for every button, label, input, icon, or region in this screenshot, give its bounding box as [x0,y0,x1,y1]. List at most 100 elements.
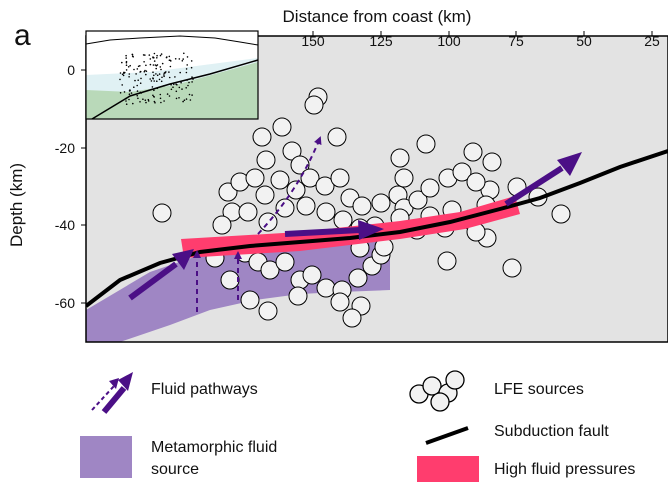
lfe-source-circle [238,202,258,222]
inset-seismic-dot [143,61,145,63]
y-ticks [81,69,86,304]
inset-seismic-dot [133,68,135,71]
inset-seismic-dot [152,77,154,79]
inset-seismic-dot [163,75,165,78]
lfe-source-circle [260,260,280,280]
inset-seismic-dot [125,98,127,100]
y-tick-label: -20 [55,140,75,156]
inset-seismic-dot [183,52,185,55]
lfe-source-circle [420,178,440,198]
fluid-pathways-legend-icon [91,372,133,414]
inset-seismic-dot [152,95,155,98]
inset-seismic-dot [165,71,167,73]
inset-seismic-dot [153,80,155,82]
lfe-source-circle [333,210,353,230]
inset-seismic-dot [190,66,193,69]
inset-seismic-dot [186,64,188,66]
high-fluid-pressure-band [181,196,520,258]
legend: Fluid pathways Metamorphic fluid source … [80,370,635,482]
inset-seismic-dot [143,70,146,73]
inset-seismic-dot [123,91,126,93]
inset-seismic-dot [179,71,181,74]
fluid-arrow-solid [284,227,361,237]
inset-seismic-dot [160,53,163,55]
inset-seismic-dot [153,74,155,77]
lfe-source-circle [330,168,350,188]
subduction-fault [86,149,668,308]
inset-seismic-dot [123,71,125,74]
inset-seismic-dot [136,68,139,70]
inset-seismic-dot [121,73,124,76]
inset-seismic-dot [191,76,193,78]
inset-seismic-dot [168,76,171,79]
inset-seismic-dot [187,84,189,87]
inset-seismic-dot [156,74,159,77]
inset-seismic-dot [158,78,161,81]
lfe-source-circle [212,215,232,235]
lfe-source-circle [452,162,472,182]
inset-seismic-dot [132,102,134,105]
inset-seismic-dot [185,71,188,74]
inset-seismic-dot [156,80,158,82]
lfe-source-circle [463,142,483,162]
inset-seismic-dot [173,83,175,86]
inset-seismic-dot [191,81,193,83]
lfe-source-circle [220,270,240,290]
inset-seismic-dot [125,57,127,59]
inset-seismic-dot [174,58,177,60]
inset-seismic-dot [158,73,161,75]
lfe-source-circle [482,152,502,172]
inset-seismic-dot [131,53,134,56]
lfe-source-circle [300,168,320,188]
lfe-source-circle [316,278,336,298]
inset-seismic-dot [149,63,152,66]
inset-seismic-dot [169,65,172,68]
inset-seismic-dot [137,97,139,100]
inset-seismic-dot [144,69,146,72]
inset-seismic-dot [174,76,176,78]
lfe-source-circle [330,292,350,312]
lfe-source-circle [258,212,278,232]
y-tick-label: -60 [55,295,75,311]
inset-seismic-dot [153,89,155,92]
inset-seismic-dot [153,52,156,55]
inset-seismic-dot [185,87,187,89]
inset-seismic-dot [152,64,155,66]
inset-seismic-dot [152,56,154,59]
inset-seismic-dot [128,93,131,95]
inset-seismic-dot [159,66,162,68]
inset-seismic-dot [175,90,178,93]
inset-seismic-dot [128,76,130,78]
inset-seismic-dot [142,54,145,56]
inset-seismic-dot [121,84,123,86]
inset-seismic-dot [136,84,138,87]
inset-seismic-dot [156,87,159,90]
inset-seismic-dot [152,94,154,97]
inset-seismic-dot [182,100,184,103]
lfe-source-circle [270,170,290,190]
legend-label-metamorphic-line1: Metamorphic fluid [151,439,277,456]
inset-seismic-dot [170,88,173,91]
inset-seismic-dot [188,93,191,96]
lfe-source-circle [437,251,457,271]
y-tick-label: -40 [55,217,75,233]
inset-seismic-dot [154,102,156,104]
inset-seismic-dot [128,73,131,75]
metamorphic-source-legend-swatch [80,436,132,478]
inset-seismic-dot [145,70,148,72]
lfe-source-circle [551,204,571,224]
lfe-source-circle [252,127,272,147]
lfe-source-circle [327,127,347,147]
inset-seismic-dot [191,94,193,96]
inset-seismic-dot [168,55,171,58]
inset-seismic-dot [125,64,128,66]
lfe-source-circle [394,168,414,188]
inset-seismic-dot [168,71,170,73]
x-axis-title: Distance from coast (km) [283,7,472,26]
inset-seismic-dot [125,54,127,57]
inset-seismic-dot [153,100,156,103]
x-tick-label: 75 [508,33,524,49]
lfe-source-circle [240,290,260,310]
inset-seismic-dot [172,86,174,88]
